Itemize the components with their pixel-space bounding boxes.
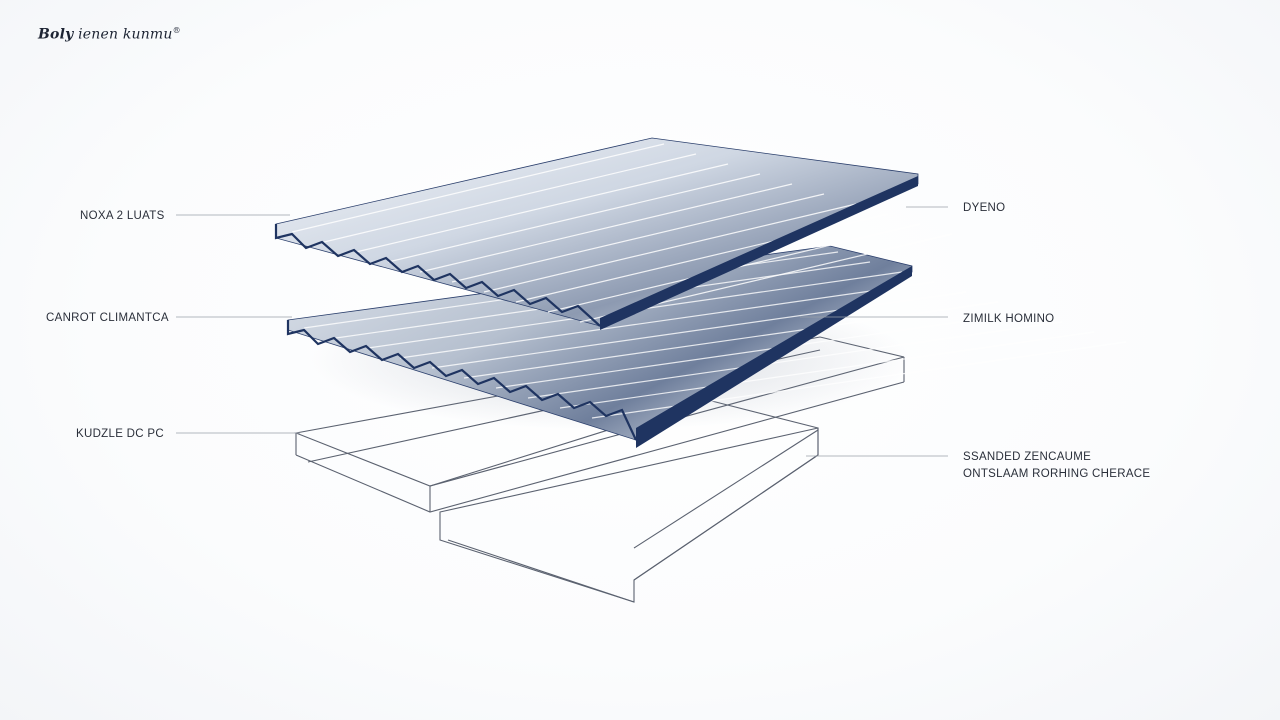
sheet-rib <box>483 203 857 293</box>
sheet-rib <box>559 331 1095 409</box>
top-corrugated-sheet <box>274 137 953 330</box>
callout-labels: NOXA 2 LUATS CANROT CLIMANTCA KUDZLE DC … <box>46 202 1150 480</box>
middle-sheet-edge <box>636 266 912 448</box>
brand-logo: Boly ienen kunmu® <box>38 26 181 43</box>
sheet-rib <box>431 291 967 369</box>
top-sheet-profile <box>274 224 601 327</box>
middle-corrugated-sheet <box>286 245 1127 448</box>
label-top-left: NOXA 2 LUATS <box>80 210 165 222</box>
base-bottom-edge <box>295 381 905 513</box>
sheet-rib <box>451 193 825 283</box>
logo-registered-mark: ® <box>172 26 181 35</box>
base-inner-line <box>429 419 641 487</box>
middle-sheet-profile <box>286 320 637 441</box>
base-edge <box>633 454 819 581</box>
base-edge <box>447 539 635 603</box>
logo-brand-text: Boly <box>38 26 74 43</box>
label-bottom-left: KUDZLE DC PC <box>76 428 164 440</box>
sheet-rib <box>515 213 889 303</box>
logo-rest-text: ienen kunmu <box>73 26 173 43</box>
top-sheet-ribs <box>291 143 953 323</box>
label-middle-left: CANROT CLIMANTCA <box>46 312 169 324</box>
base-front-slab <box>439 427 819 603</box>
label-top-right: DYENO <box>963 202 1005 214</box>
sheet-rib <box>527 321 1063 399</box>
sheet-rib <box>355 163 729 253</box>
top-sheet-edge <box>600 176 918 330</box>
sheet-rib <box>387 173 761 263</box>
sheet-rib <box>323 153 697 243</box>
label-bottom-right-line1: SSANDED ZENCAUME <box>963 451 1091 463</box>
sheet-rib <box>495 311 1031 389</box>
sheet-rib <box>399 281 935 359</box>
label-bottom-right-line2: ONTSLAAM RORHING CHERACE <box>963 468 1150 480</box>
sheet-rib <box>463 301 999 379</box>
label-middle-right: ZIMILK HOMINO <box>963 313 1054 325</box>
sheet-rib <box>291 143 665 233</box>
base-edge <box>633 429 819 549</box>
sheet-rib <box>419 183 793 273</box>
leader-lines <box>176 206 948 457</box>
